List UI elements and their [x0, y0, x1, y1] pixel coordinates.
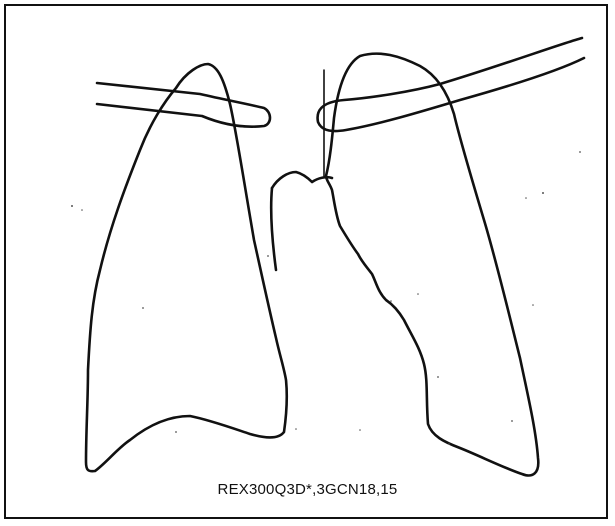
left-lung-outline: [86, 64, 287, 471]
mediastinum-left-edge: [271, 188, 276, 270]
mediastinum-outline: [272, 172, 332, 188]
left-clavicle: [97, 83, 270, 127]
right-lung-outline: [326, 54, 538, 476]
right-clavicle: [318, 38, 584, 131]
diagram-caption: REX300Q3D*,3GCN18,15: [0, 481, 615, 498]
